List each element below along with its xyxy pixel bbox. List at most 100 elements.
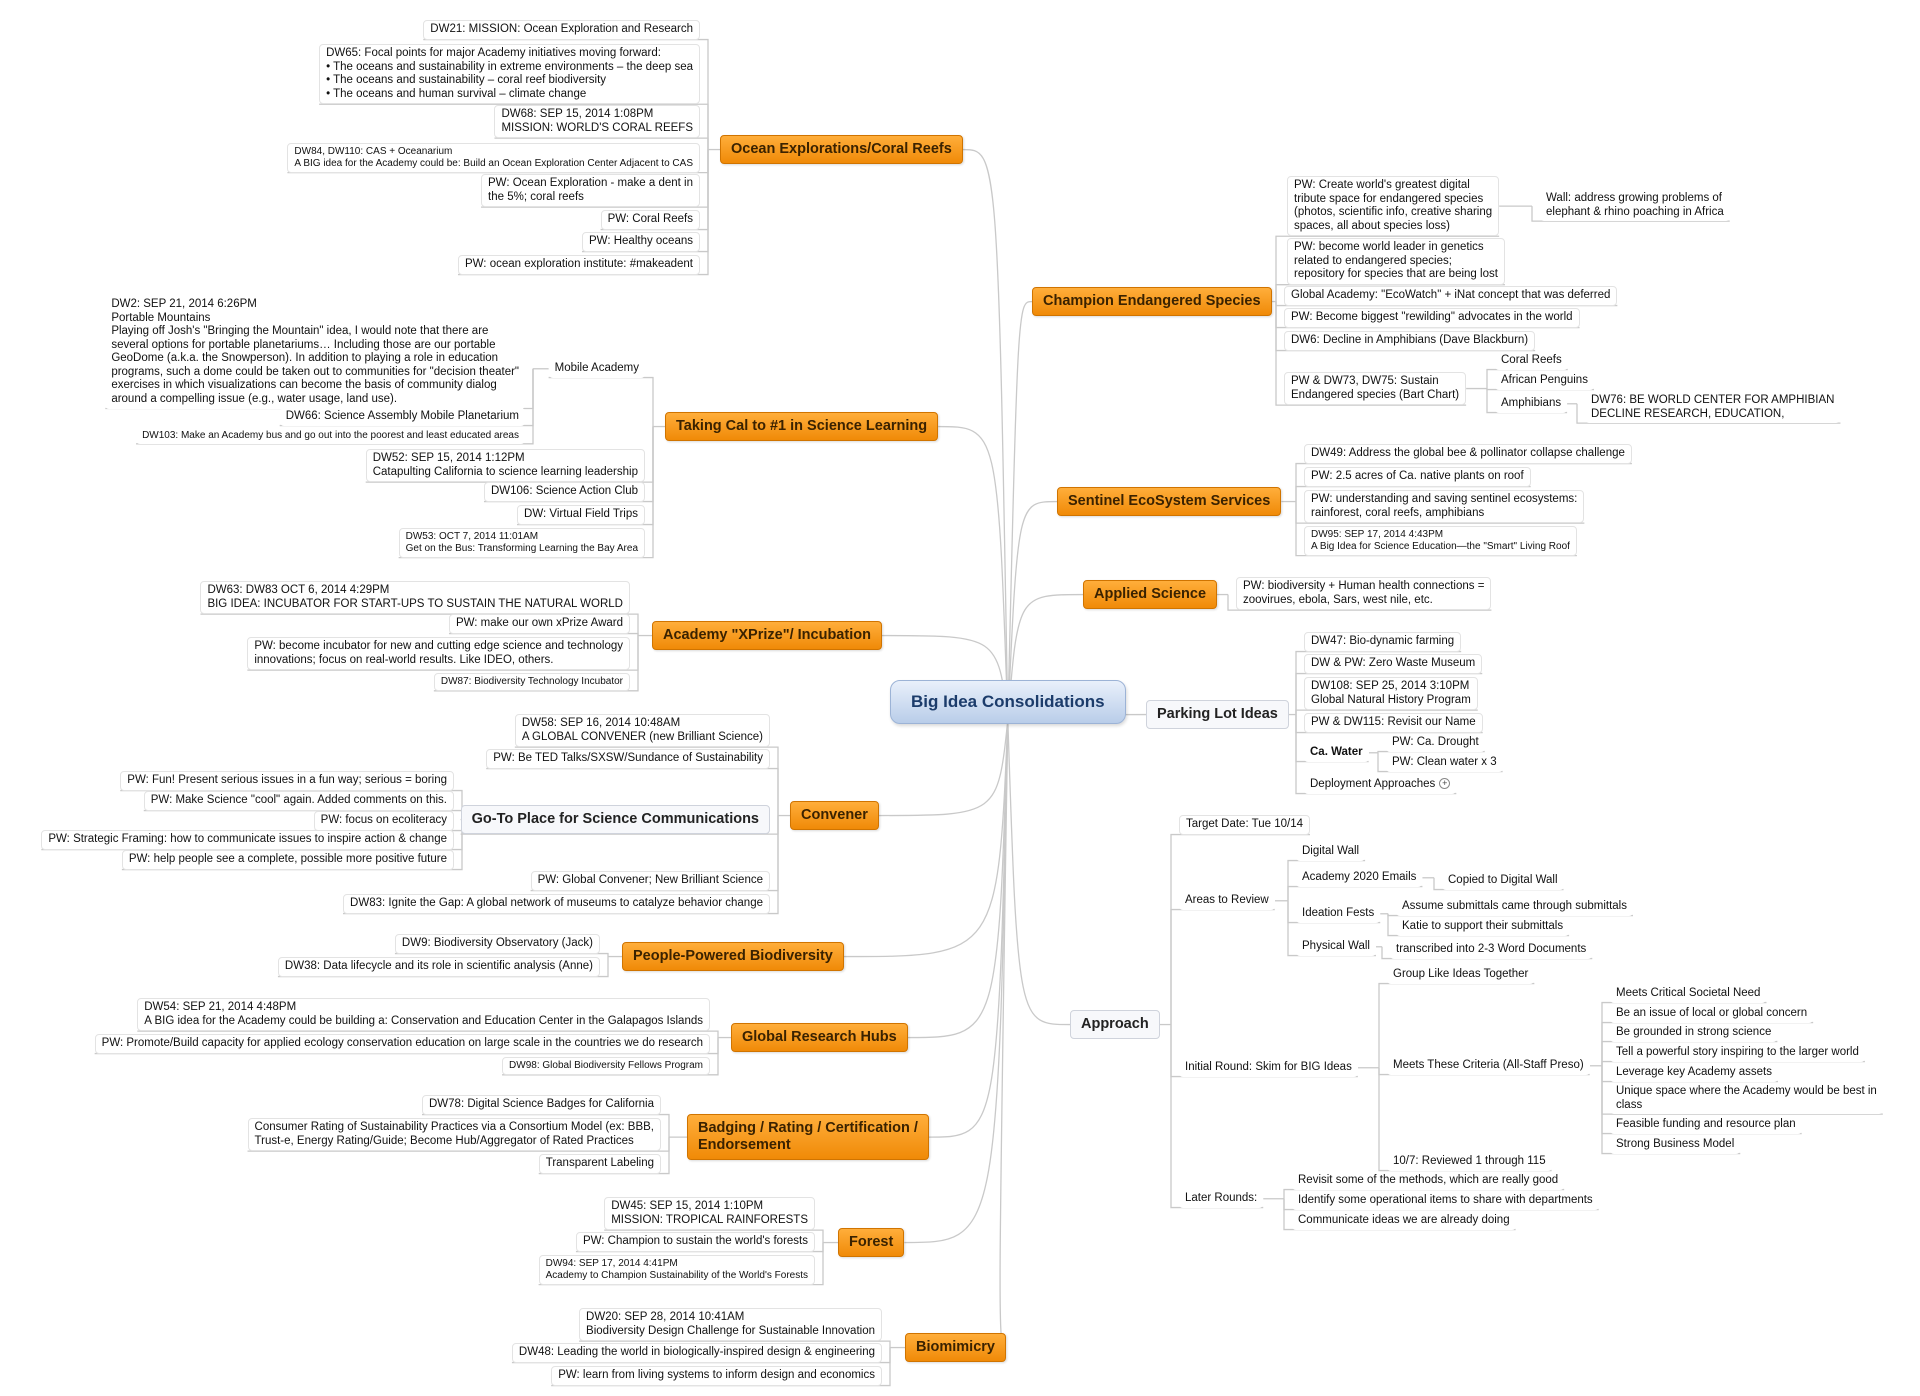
- biomimicry-item-dw48[interactable]: DW48: Leading the world in biologically-…: [511, 1343, 882, 1363]
- ocean-item-pw-ocean-exploration[interactable]: PW: Ocean Exploration - make a dent in t…: [481, 174, 700, 208]
- later-item-revisit-methods[interactable]: Revisit some of the methods, which are r…: [1292, 1172, 1565, 1190]
- mobile-item-dw103[interactable]: DW103: Make an Academy bus and go out in…: [136, 428, 525, 444]
- topic-convener[interactable]: Convener: [790, 801, 879, 831]
- criteria-item-business-model[interactable]: Strong Business Model: [1610, 1136, 1741, 1154]
- topic-people-powered-biodiversity[interactable]: People-Powered Biodiversity: [622, 942, 844, 972]
- topic-science-learning[interactable]: Taking Cal to #1 in Science Learning: [665, 412, 939, 442]
- science-item-dw52[interactable]: DW52: SEP 15, 2014 1:12PM Catapulting Ca…: [365, 449, 645, 483]
- ocean-item-pw-institute[interactable]: PW: ocean exploration institute: #makead…: [457, 255, 700, 275]
- goto-item-cool[interactable]: PW: Make Science "cool" again. Added com…: [143, 791, 454, 811]
- sentinel-item-sentinel-ecosystems[interactable]: PW: understanding and saving sentinel ec…: [1304, 490, 1585, 524]
- badging-item-consumer-rating[interactable]: Consumer Rating of Sustainability Practi…: [247, 1118, 661, 1152]
- areas-item-academy-2020[interactable]: Academy 2020 Emails: [1296, 869, 1423, 887]
- champion-item-dw6[interactable]: DW6: Decline in Amphibians (Dave Blackbu…: [1284, 331, 1536, 351]
- copied-to-digital-wall[interactable]: Copied to Digital Wall: [1442, 872, 1564, 890]
- parking-item-dw108[interactable]: DW108: SEP 25, 2014 3:10PM Global Natura…: [1304, 677, 1478, 711]
- people-item-dw9[interactable]: DW9: Biodiversity Observatory (Jack): [394, 934, 600, 954]
- forest-item-champion-forests[interactable]: PW: Champion to sustain the world's fore…: [575, 1232, 815, 1252]
- forest-item-dw45[interactable]: DW45: SEP 15, 2014 1:10PM MISSION: TROPI…: [604, 1197, 815, 1231]
- approach[interactable]: Approach: [1070, 1010, 1160, 1040]
- champion-item-rewilding[interactable]: PW: Become biggest "rewilding" advocates…: [1284, 308, 1580, 328]
- deployment-approaches[interactable]: Deployment Approaches+: [1304, 776, 1457, 794]
- later-item-communicate-ideas[interactable]: Communicate ideas we are already doing: [1292, 1212, 1516, 1230]
- criteria-item-societal-need[interactable]: Meets Critical Societal Need: [1610, 985, 1767, 1003]
- goto-item-strategic-framing[interactable]: PW: Strategic Framing: how to communicat…: [41, 830, 454, 850]
- champion-item-digital-tribute[interactable]: PW: Create world's greatest digital trib…: [1287, 176, 1500, 237]
- criteria-item-strong-science[interactable]: Be grounded in strong science: [1610, 1024, 1778, 1042]
- water-item-drought[interactable]: PW: Ca. Drought: [1386, 734, 1485, 752]
- biomimicry-item-dw20[interactable]: DW20: SEP 28, 2014 10:41AM Biodiversity …: [579, 1308, 882, 1342]
- champion-item-genetics[interactable]: PW: become world leader in genetics rela…: [1287, 238, 1505, 285]
- areas-to-review[interactable]: Areas to Review: [1179, 892, 1275, 910]
- people-item-dw38[interactable]: DW38: Data lifecycle and its role in sci…: [277, 957, 600, 977]
- hubs-item-dw54[interactable]: DW54: SEP 21, 2014 4:48PM A BIG idea for…: [137, 998, 710, 1032]
- fests-item-katie-support[interactable]: Katie to support their submittals: [1396, 918, 1570, 936]
- areas-item-physical-wall[interactable]: Physical Wall: [1296, 938, 1376, 956]
- topic-champion-endangered-species[interactable]: Champion Endangered Species: [1032, 287, 1272, 317]
- champion-item-sustain-species[interactable]: PW & DW73, DW75: Sustain Endangered spec…: [1284, 372, 1467, 406]
- parking-lot-ideas[interactable]: Parking Lot Ideas: [1146, 700, 1289, 730]
- science-item-dw53[interactable]: DW53: OCT 7, 2014 11:01AM Get on the Bus…: [398, 528, 645, 558]
- mobile-item-dw66[interactable]: DW66: Science Assembly Mobile Planetariu…: [279, 408, 525, 426]
- topic-xprize-incubation[interactable]: Academy "XPrize"/ Incubation: [652, 621, 882, 651]
- xprize-item-dw87[interactable]: DW87: Biodiversity Technology Incubator: [433, 673, 630, 691]
- forest-item-dw94[interactable]: DW94: SEP 17, 2014 4:41PM Academy to Cha…: [538, 1255, 815, 1285]
- target-date[interactable]: Target Date: Tue 10/14: [1179, 815, 1310, 835]
- convener-item-dw58[interactable]: DW58: SEP 16, 2014 10:48AM A GLOBAL CONV…: [514, 714, 770, 748]
- later-rounds[interactable]: Later Rounds:: [1179, 1190, 1264, 1208]
- water-item-clean-water[interactable]: PW: Clean water x 3: [1386, 754, 1503, 772]
- initial-round[interactable]: Initial Round: Skim for BIG Ideas: [1179, 1059, 1358, 1077]
- criteria-item-unique-space[interactable]: Unique space where the Academy would be …: [1610, 1083, 1883, 1115]
- later-item-operational-items[interactable]: Identify some operational items to share…: [1292, 1192, 1599, 1210]
- convener-item-dw83[interactable]: DW83: Ignite the Gap: A global network o…: [343, 894, 770, 914]
- topic-ocean-explorations[interactable]: Ocean Explorations/Coral Reefs: [720, 135, 963, 165]
- champion-wall-poaching[interactable]: Wall: address growing problems of elepha…: [1540, 190, 1730, 222]
- parking-item-dw47[interactable]: DW47: Bio-dynamic farming: [1304, 632, 1462, 652]
- xprize-item-dw63[interactable]: DW63: DW83 OCT 6, 2014 4:29PM BIG IDEA: …: [200, 581, 630, 615]
- goto-item-complete-future[interactable]: PW: help people see a complete, possible…: [121, 850, 454, 870]
- sustain-african-penguins[interactable]: African Penguins: [1495, 372, 1594, 390]
- criteria-item-powerful-story[interactable]: Tell a powerful story inspiring to the l…: [1610, 1044, 1865, 1062]
- meets-criteria[interactable]: Meets These Criteria (All-Staff Preso): [1387, 1057, 1590, 1075]
- reviewed-1-115[interactable]: 10/7: Reviewed 1 through 115: [1387, 1153, 1552, 1171]
- mobile-item-dw2[interactable]: DW2: SEP 21, 2014 6:26PM Portable Mounta…: [105, 296, 525, 409]
- ocean-item-dw84[interactable]: DW84, DW110: CAS + Oceanarium A BIG idea…: [287, 143, 700, 173]
- ca-water[interactable]: Ca. Water: [1304, 744, 1369, 762]
- ocean-item-dw65[interactable]: DW65: Focal points for major Academy ini…: [319, 44, 700, 105]
- sustain-amphibians[interactable]: Amphibians: [1495, 395, 1568, 413]
- topic-global-research-hubs[interactable]: Global Research Hubs: [731, 1023, 908, 1053]
- applied-item-human-health[interactable]: PW: biodiversity + Human health connecti…: [1236, 577, 1492, 611]
- xprize-item-xprize-award[interactable]: PW: make our own xPrize Award: [448, 614, 630, 634]
- amphibian-world-center[interactable]: DW76: BE WORLD CENTER FOR AMPHIBIAN DECL…: [1585, 392, 1841, 424]
- parking-item-zero-waste[interactable]: DW & PW: Zero Waste Museum: [1304, 654, 1483, 674]
- sentinel-item-native-plants[interactable]: PW: 2.5 acres of Ca. native plants on ro…: [1304, 467, 1531, 487]
- topic-badging-rating[interactable]: Badging / Rating / Certification / Endor…: [687, 1114, 929, 1161]
- champion-item-ecowatch[interactable]: Global Academy: "EcoWatch" + iNat concep…: [1284, 286, 1618, 306]
- hubs-item-dw98[interactable]: DW98: Global Biodiversity Fellows Progra…: [502, 1057, 710, 1075]
- criteria-item-local-global[interactable]: Be an issue of local or global concern: [1610, 1005, 1814, 1023]
- science-item-dw106[interactable]: DW106: Science Action Club: [483, 482, 645, 502]
- central-topic[interactable]: Big Idea Consolidations: [890, 680, 1126, 725]
- topic-forest[interactable]: Forest: [838, 1228, 905, 1258]
- xprize-item-incubator[interactable]: PW: become incubator for new and cutting…: [247, 637, 630, 671]
- go-to-place-science-comms[interactable]: Go-To Place for Science Communications: [460, 805, 770, 835]
- fests-item-assume-submittals[interactable]: Assume submittals came through submittal…: [1396, 898, 1633, 916]
- convener-item-ted-talks[interactable]: PW: Be TED Talks/SXSW/Sundance of Sustai…: [486, 749, 770, 769]
- ocean-item-dw21[interactable]: DW21: MISSION: Ocean Exploration and Res…: [423, 20, 700, 40]
- hubs-item-capacity[interactable]: PW: Promote/Build capacity for applied e…: [94, 1034, 710, 1054]
- sustain-coral-reefs[interactable]: Coral Reefs: [1495, 352, 1568, 370]
- topic-biomimicry[interactable]: Biomimicry: [905, 1333, 1006, 1363]
- goto-item-ecoliteracy[interactable]: PW: focus on ecoliteracy: [313, 811, 454, 831]
- badging-item-dw78[interactable]: DW78: Digital Science Badges for Califor…: [422, 1095, 661, 1115]
- areas-item-ideation-fests[interactable]: Ideation Fests: [1296, 905, 1381, 923]
- biomimicry-item-living-systems[interactable]: PW: learn from living systems to inform …: [551, 1366, 882, 1386]
- ocean-item-dw68[interactable]: DW68: SEP 15, 2014 1:08PM MISSION: WORLD…: [494, 105, 700, 139]
- topic-applied-science[interactable]: Applied Science: [1083, 580, 1218, 610]
- group-like-ideas[interactable]: Group Like Ideas Together: [1387, 966, 1535, 984]
- parking-item-revisit-name[interactable]: PW & DW115: Revisit our Name: [1304, 713, 1483, 733]
- convener-item-global-convener[interactable]: PW: Global Convener; New Brilliant Scien…: [530, 871, 770, 891]
- sentinel-item-dw49[interactable]: DW49: Address the global bee & pollinato…: [1304, 444, 1632, 464]
- criteria-item-academy-assets[interactable]: Leverage key Academy assets: [1610, 1064, 1778, 1082]
- mobile-academy[interactable]: Mobile Academy: [548, 360, 645, 378]
- ocean-item-pw-healthy-oceans[interactable]: PW: Healthy oceans: [582, 232, 700, 252]
